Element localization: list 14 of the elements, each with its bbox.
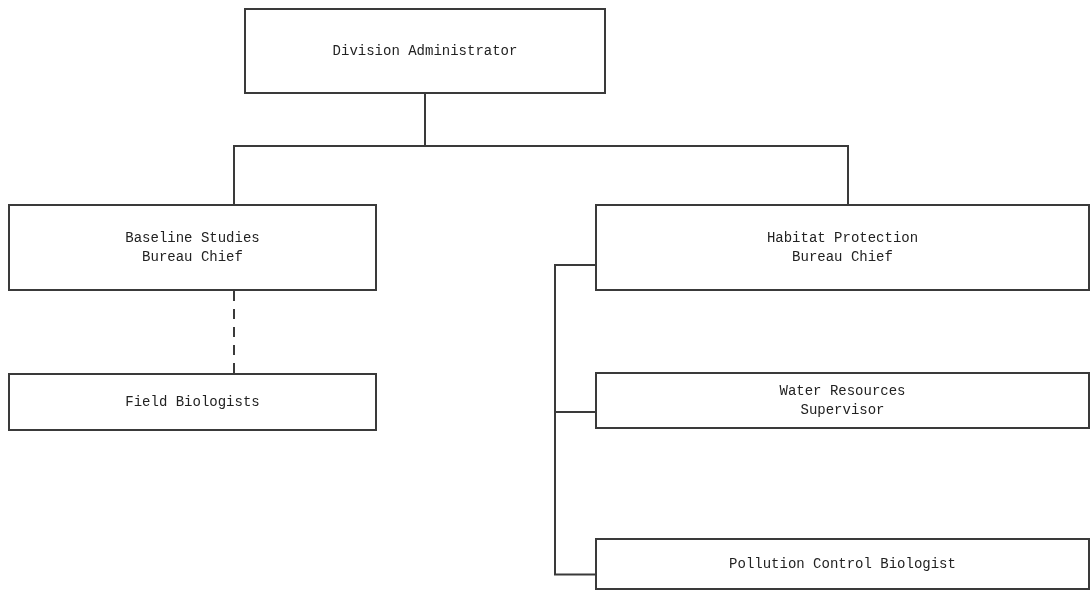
box-text: Water Resources Supervisor	[778, 381, 907, 420]
box-text: Field Biologists	[125, 392, 260, 412]
org-box	[595, 372, 1090, 429]
org-box	[8, 204, 377, 291]
connector-line	[554, 264, 596, 576]
connector-line	[233, 290, 235, 374]
box-text: Pollution Control Biologist	[729, 554, 956, 574]
org-box	[595, 204, 1090, 291]
box-text: Habitat Protection Bureau Chief	[765, 228, 920, 267]
box-text: Division Administrator	[332, 41, 518, 61]
org-box	[595, 538, 1090, 590]
box-text: Baseline Studies Bureau Chief	[124, 228, 261, 267]
org-box	[244, 8, 606, 94]
org-box	[8, 373, 377, 431]
